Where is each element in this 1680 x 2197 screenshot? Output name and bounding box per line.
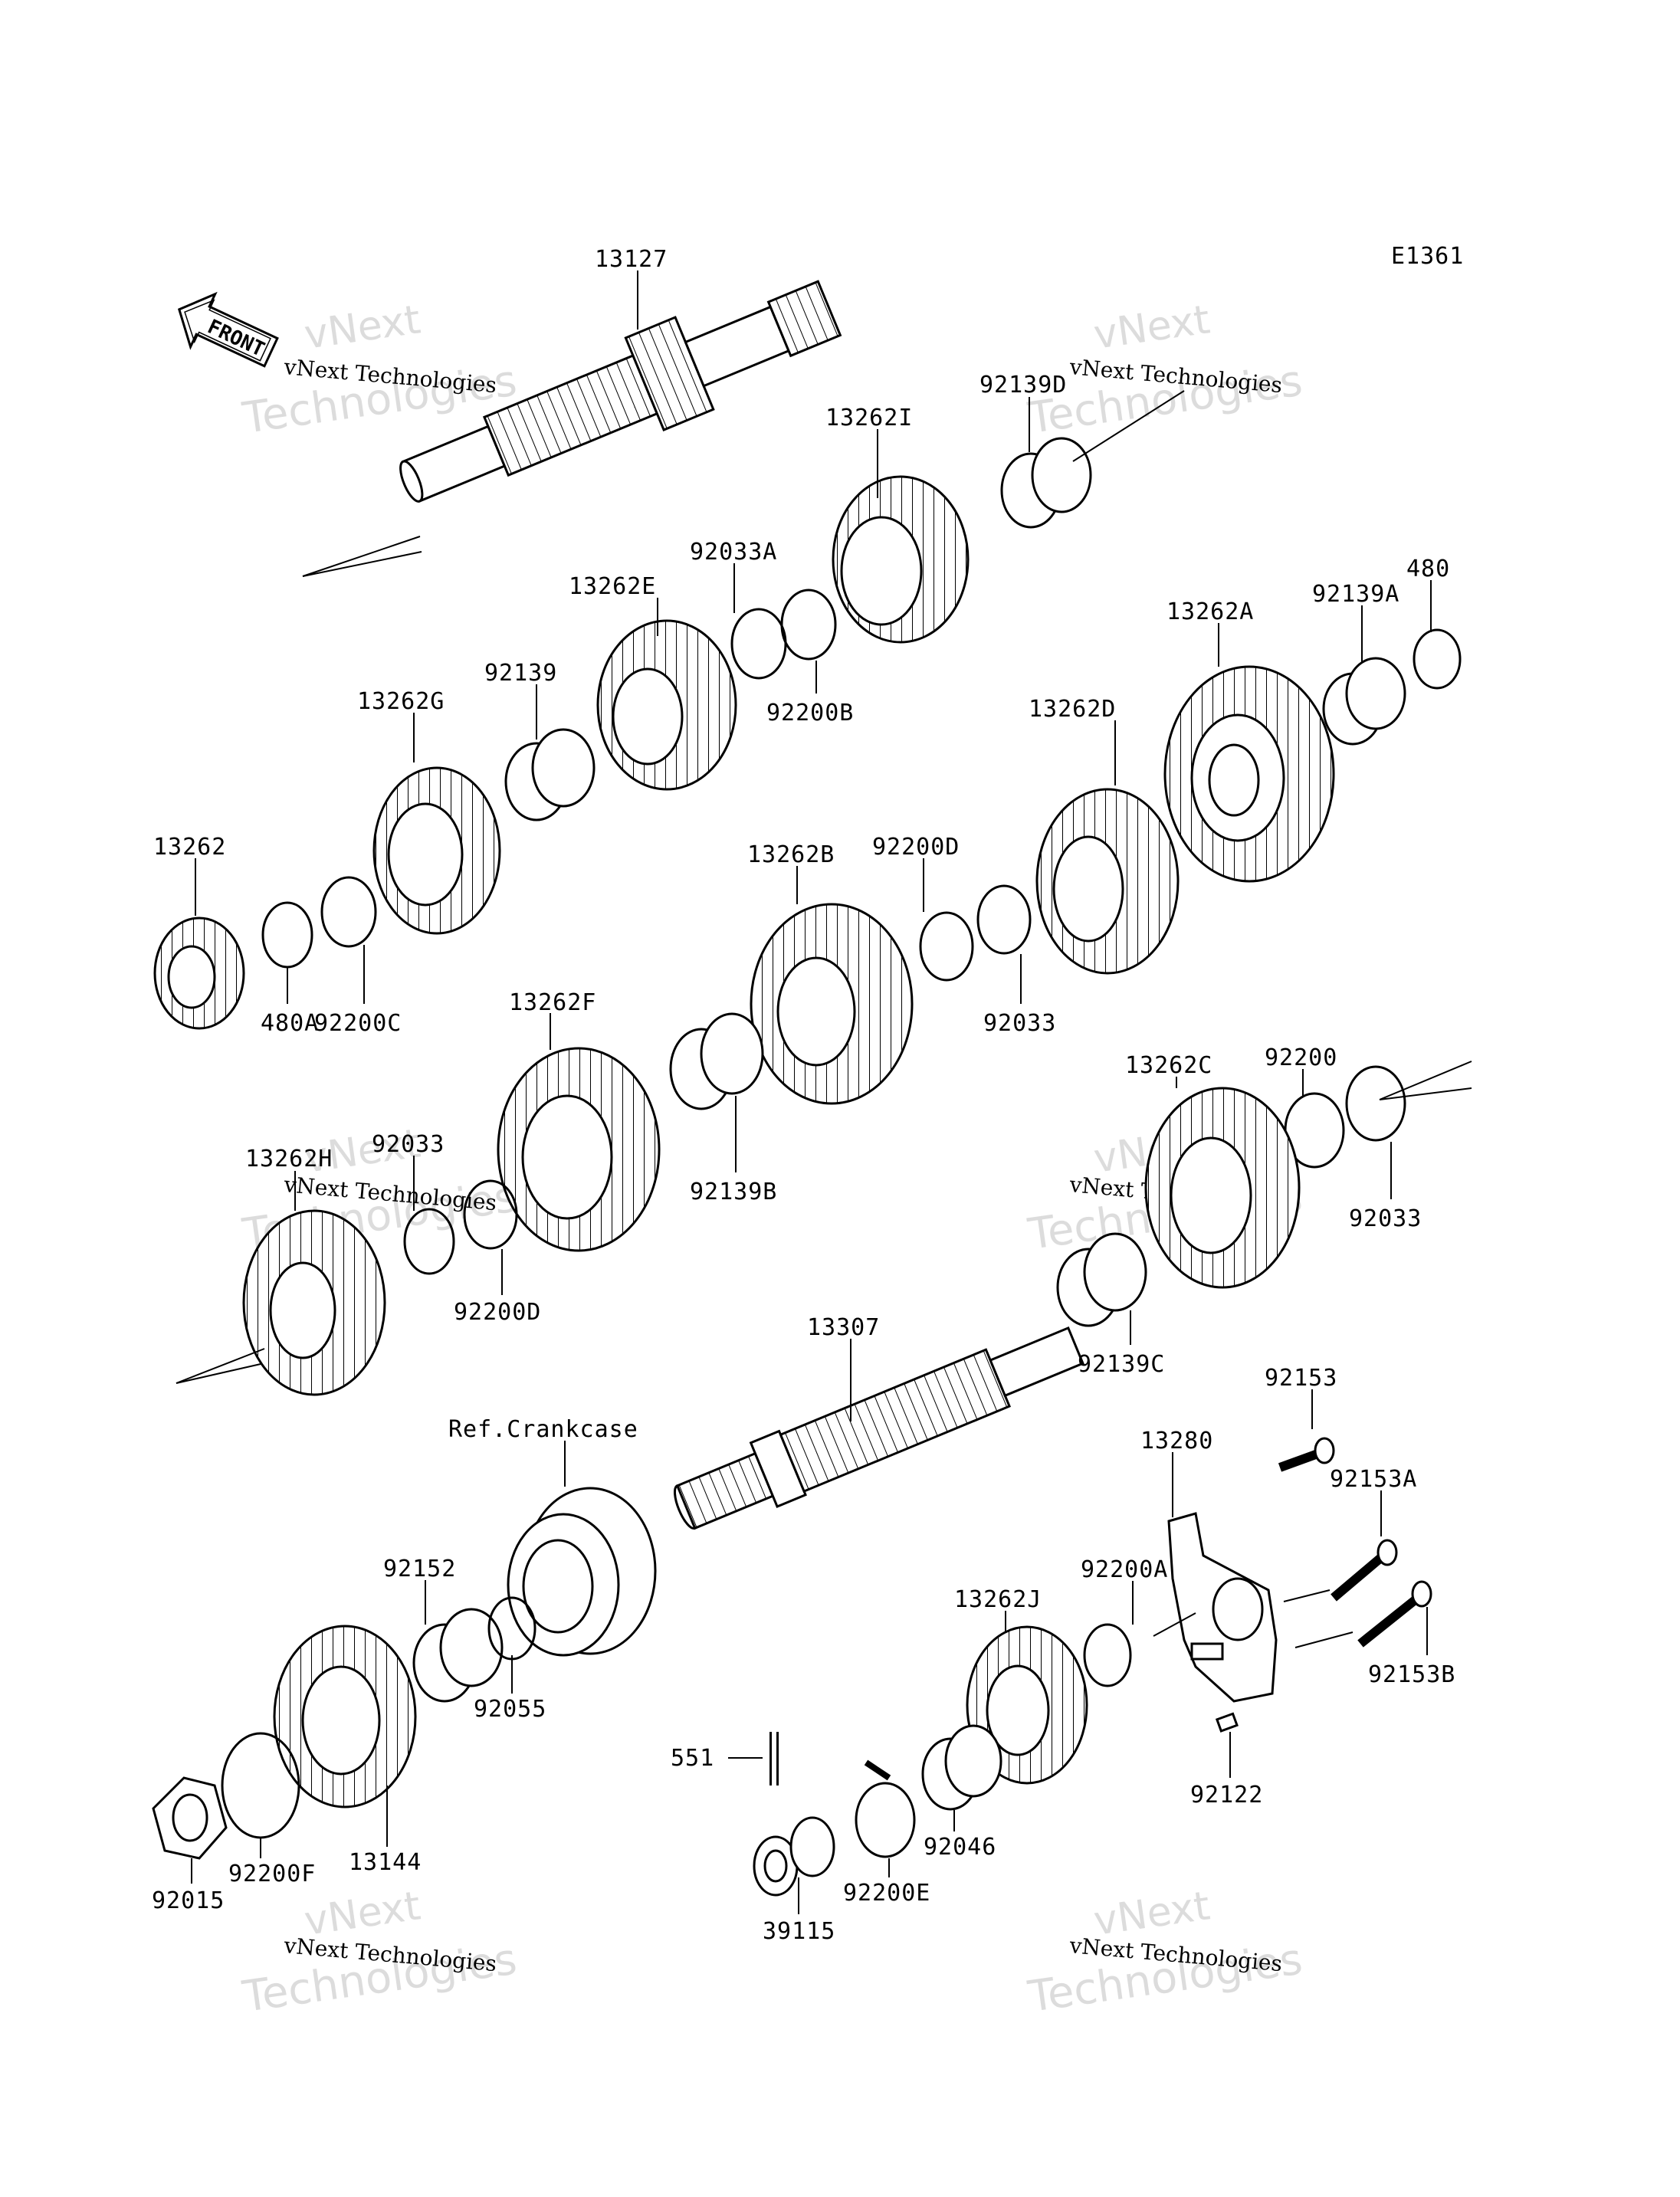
label-551: 551 [671,1745,714,1772]
bushing-92139B [669,1012,764,1110]
label-13262E: 13262E [569,573,656,600]
watermark-top-right: vNext Technologies vNext Technologies [1025,297,1305,444]
label-92200D-lower: 92200D [454,1299,541,1326]
label-92015: 92015 [152,1887,225,1914]
label-13262J: 13262J [954,1586,1042,1613]
nut-92015 [152,1776,228,1860]
label-480A: 480A [261,1010,319,1037]
label-92122: 92122 [1190,1782,1263,1808]
washer-92200E [855,1759,916,1858]
label-92139C: 92139C [1078,1351,1165,1378]
svg-text:vNext: vNext [1091,297,1212,359]
needle-bearing-92046 [921,1724,1002,1811]
washer-92200A [1083,1623,1132,1687]
bearing-crankcase [507,1487,657,1657]
gear-13262D [1035,788,1180,975]
label-13280: 13280 [1140,1428,1213,1454]
label-92200C: 92200C [314,1010,402,1037]
bushing-92139 [504,728,596,821]
gear-13262I [832,475,970,644]
label-92139D: 92139D [979,372,1067,398]
label-13262I: 13262I [825,405,913,431]
gear-13262C [1144,1087,1301,1289]
label-92033-upper: 92033 [983,1010,1056,1037]
gear-13262A [1163,665,1335,883]
label-39115: 39115 [763,1918,835,1945]
bolt-92153 [1278,1437,1335,1472]
dowel-92122 [1215,1712,1239,1733]
label-92200D-upper: 92200D [872,834,960,861]
label-ref-crankcase: Ref.Crankcase [448,1416,638,1443]
label-13262F: 13262F [509,989,596,1016]
bushing-92139D [1000,437,1092,529]
label-13262D: 13262D [1029,696,1116,723]
front-arrow-icon: FRONT [177,291,279,368]
bushing-92139A [1322,657,1406,746]
gear-13262F [497,1047,661,1252]
label-92139A: 92139A [1312,581,1399,608]
label-92033-left: 92033 [372,1131,445,1158]
label-13262A: 13262A [1166,598,1254,625]
gear-13262H [242,1209,386,1396]
gear-13262 [153,917,245,1030]
label-92200: 92200 [1265,1044,1337,1071]
label-13144: 13144 [349,1849,422,1876]
label-13307: 13307 [807,1314,880,1341]
watermark-top-left: vNext Technologies vNext Technologies [239,297,520,444]
label-92153: 92153 [1265,1365,1337,1392]
collar-39115 [753,1816,835,1897]
sprocket-13144 [273,1625,417,1808]
diagram-code: E1361 [1391,243,1464,270]
label-92033A: 92033A [690,539,777,566]
circlip-480A [261,901,313,969]
input-shaft [399,280,842,503]
circlip-92033-left [403,1208,455,1275]
watermark-bottom-left: vNext Technologies vNext Technologies [239,1883,520,2022]
label-92200E: 92200E [843,1880,930,1907]
washer-92200B [780,589,837,661]
gear-13262E [596,619,737,791]
leader-lines [191,271,1432,1914]
label-92153B: 92153B [1368,1661,1455,1688]
output-shaft [673,1326,1084,1530]
circlip-92033-upper [976,884,1032,955]
label-92200B: 92200B [766,700,854,726]
gear-13262G [372,766,501,935]
collar-92152 [412,1608,504,1703]
label-92139B: 92139B [690,1179,777,1205]
bolt-92153A [1331,1539,1398,1602]
circlip-92033-right [1345,1065,1406,1142]
watermark-mid-left: vNext Technologies vNext Technologies [239,1120,520,1260]
svg-text:vNext: vNext [301,297,423,359]
label-92033-right: 92033 [1349,1205,1422,1232]
gear-13262B [750,903,914,1105]
label-92152: 92152 [383,1556,456,1582]
washer-92200D-upper [919,911,974,982]
label-13262: 13262 [153,834,226,861]
label-13262H: 13262H [245,1146,333,1172]
label-13262B: 13262B [747,841,835,868]
circlip-92033A [730,608,787,680]
bracket-13280 [1167,1512,1278,1703]
washer-92200C [320,876,377,948]
washer-92200D-lower [463,1179,518,1250]
bushing-92139C [1056,1232,1147,1327]
label-92200F: 92200F [228,1861,316,1887]
label-13127: 13127 [595,246,668,273]
bolt-92153B [1357,1580,1432,1648]
label-92046: 92046 [924,1834,996,1861]
label-92200A: 92200A [1081,1556,1168,1583]
label-13262C: 13262C [1125,1052,1212,1079]
circlip-480 [1413,628,1462,690]
label-92139: 92139 [484,660,557,687]
label-480: 480 [1406,556,1450,582]
part-labels: 13127 92139D 13262I 92033A 13262E 92200B… [152,246,1455,1945]
watermark-bottom-right: vNext Technologies vNext Technologies [1025,1883,1305,2022]
label-92153A: 92153A [1330,1466,1417,1493]
label-13262G: 13262G [357,688,445,715]
label-92055: 92055 [474,1696,546,1723]
lock-washer-92200F [221,1732,300,1839]
